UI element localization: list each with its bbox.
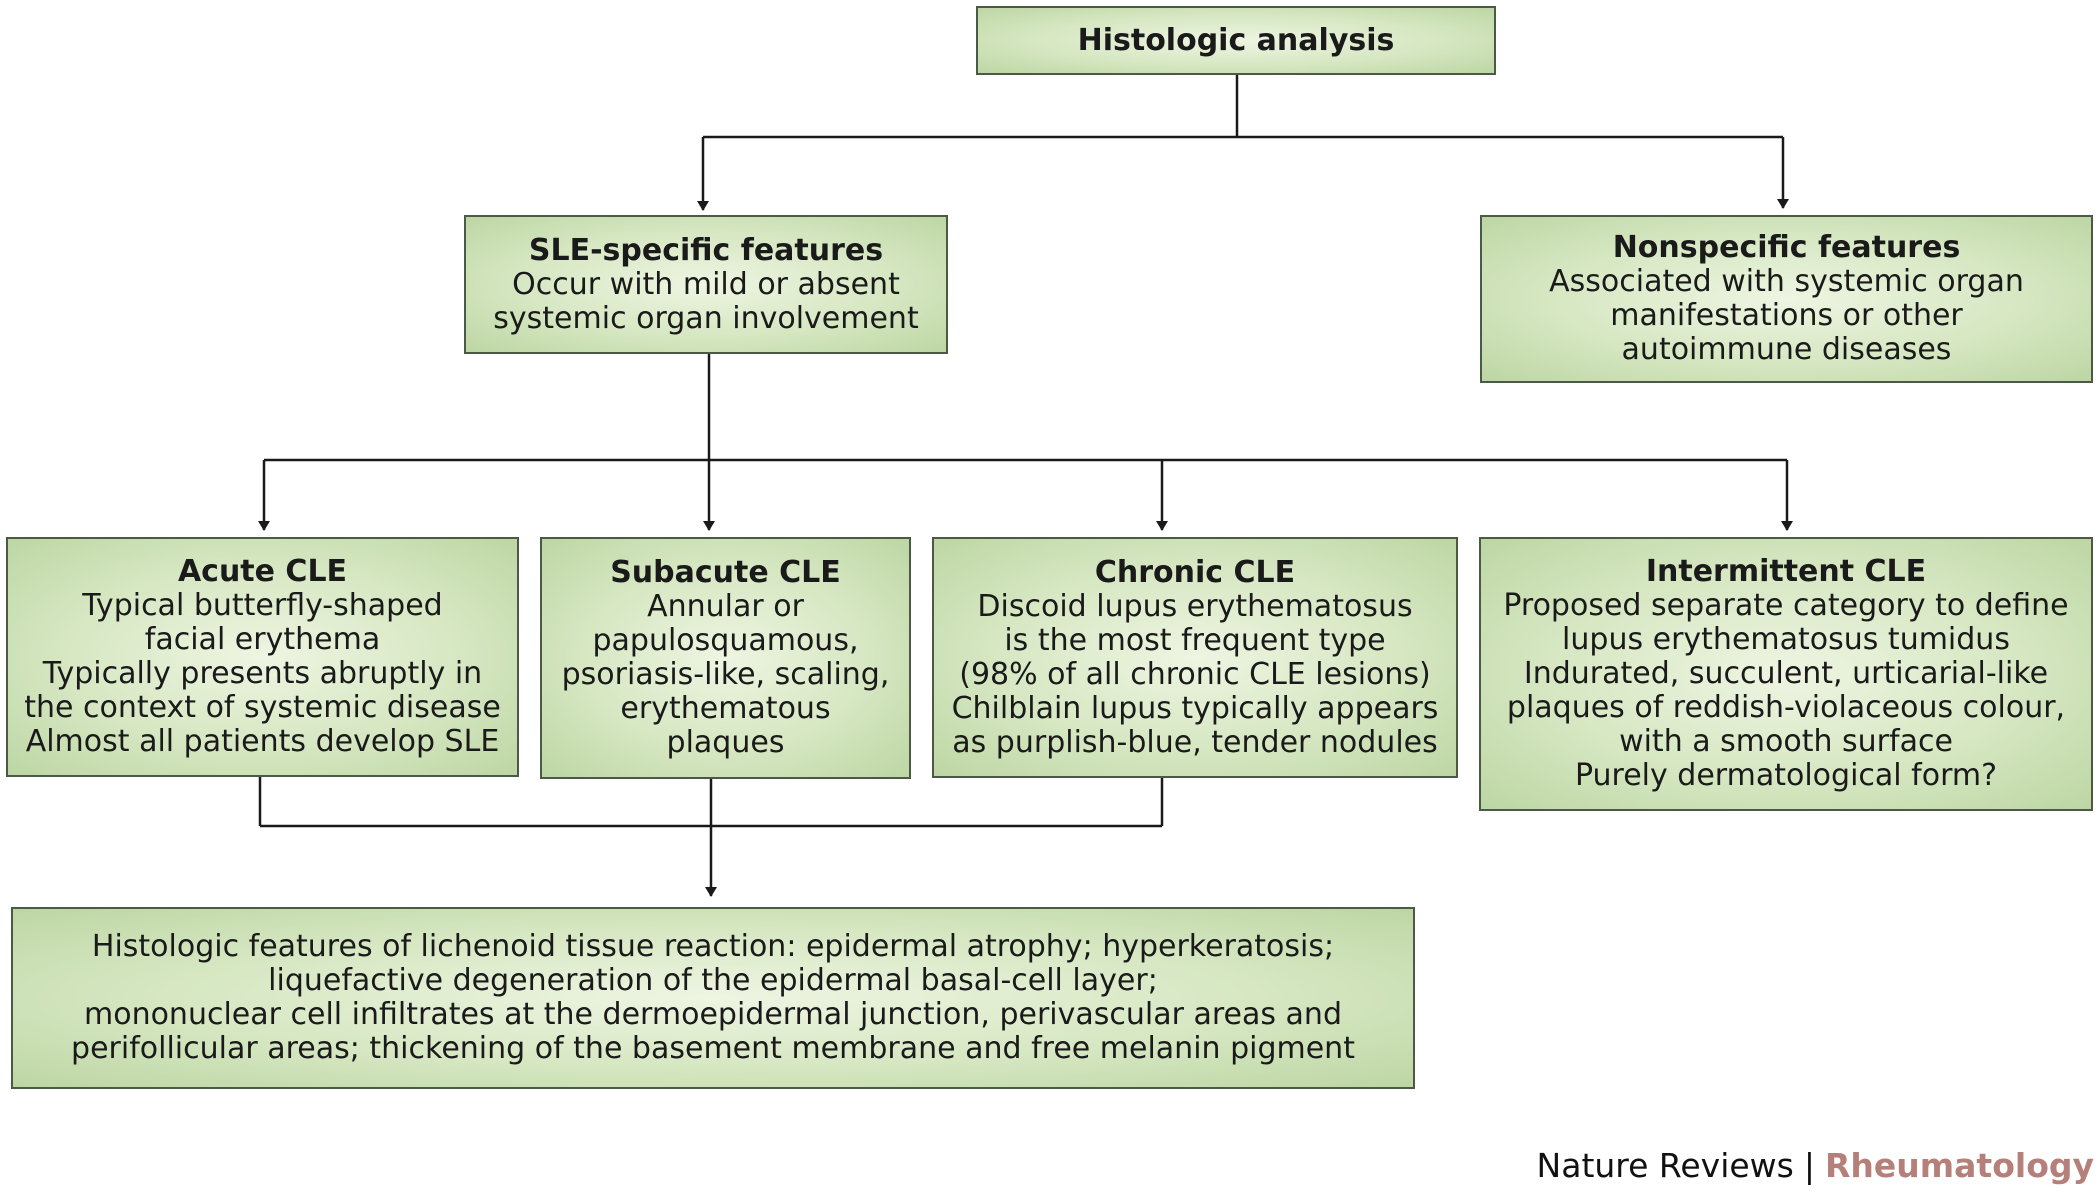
subacute-cle-line: Annular or: [647, 589, 804, 624]
chronic-cle-title: Chronic CLE: [1094, 554, 1296, 590]
histologic-analysis-title: Histologic analysis: [1077, 22, 1395, 58]
intermittent-cle-box: Intermittent CLE Proposed separate categ…: [1479, 537, 2093, 811]
chronic-cle-line: Discoid lupus erythematosus: [977, 588, 1413, 624]
lichenoid-line: Histologic features of lichenoid tissue …: [91, 929, 1335, 964]
histologic-analysis-box: Histologic analysis: [976, 6, 1496, 75]
intermittent-cle-line: Purely dermatological form?: [1574, 758, 1998, 793]
acute-cle-line: Almost all patients develop SLE: [25, 724, 500, 759]
chronic-cle-line: is the most frequent type: [1004, 622, 1386, 658]
sle-specific-line: Occur with mild or absent: [512, 266, 900, 302]
subacute-cle-line: plaques: [666, 725, 785, 760]
lichenoid-line: mononuclear cell infiltrates at the derm…: [83, 997, 1342, 1032]
subacute-cle-line: psoriasis-like, scaling,: [561, 657, 890, 692]
lichenoid-features-box: Histologic features of lichenoid tissue …: [11, 907, 1415, 1089]
nonspecific-title: Nonspecific features: [1612, 230, 1961, 265]
nonspecific-line: autoimmune diseases: [1621, 332, 1952, 367]
chronic-cle-box: Chronic CLE Discoid lupus erythematosus …: [932, 537, 1458, 778]
lichenoid-line: liquefactive degeneration of the epiderm…: [268, 963, 1158, 998]
chronic-cle-line: Chilblain lupus typically appears: [951, 690, 1439, 726]
subacute-cle-title: Subacute CLE: [610, 555, 841, 590]
lichenoid-line: perifollicular areas; thickening of the …: [71, 1031, 1355, 1066]
nonspecific-box: Nonspecific features Associated with sys…: [1480, 215, 2093, 383]
chronic-cle-line: as purplish-blue, tender nodules: [952, 724, 1438, 760]
subacute-cle-line: erythematous: [620, 691, 831, 726]
intermittent-cle-title: Intermittent CLE: [1645, 554, 1927, 589]
subacute-cle-line: papulosquamous,: [592, 623, 859, 658]
nonspecific-line: Associated with systemic organ: [1549, 264, 2024, 299]
sle-specific-title: SLE-specific features: [528, 232, 884, 268]
journal-credit: Nature Reviews| Rheumatology: [1537, 1146, 2094, 1186]
intermittent-cle-line: plaques of reddish-violaceous colour,: [1506, 690, 2066, 725]
chronic-cle-line: (98% of all chronic CLE lesions): [959, 656, 1431, 692]
intermittent-cle-line: with a smooth surface: [1619, 724, 1953, 759]
acute-cle-line: facial erythema: [144, 622, 381, 657]
sle-specific-box: SLE-specific features Occur with mild or…: [464, 215, 948, 354]
nonspecific-line: manifestations or other: [1610, 298, 1963, 333]
subacute-cle-box: Subacute CLE Annular or papulosquamous, …: [540, 537, 911, 779]
acute-cle-line: Typically presents abruptly in: [42, 656, 483, 691]
acute-cle-title: Acute CLE: [177, 554, 348, 589]
acute-cle-box: Acute CLE Typical butterfly-shaped facia…: [6, 537, 519, 777]
journal-section: Rheumatology: [1825, 1146, 2094, 1185]
acute-cle-line: Typical butterfly-shaped: [82, 588, 443, 623]
sle-specific-line: systemic organ involvement: [493, 300, 919, 336]
intermittent-cle-line: Indurated, succulent, urticarial-like: [1523, 656, 2049, 691]
intermittent-cle-line: lupus erythematosus tumidus: [1562, 622, 2010, 657]
intermittent-cle-line: Proposed separate category to define: [1503, 588, 2069, 623]
journal-separator: |: [1803, 1146, 1815, 1185]
journal-name: Nature Reviews: [1536, 1146, 1794, 1185]
acute-cle-line: the context of systemic disease: [24, 690, 501, 725]
